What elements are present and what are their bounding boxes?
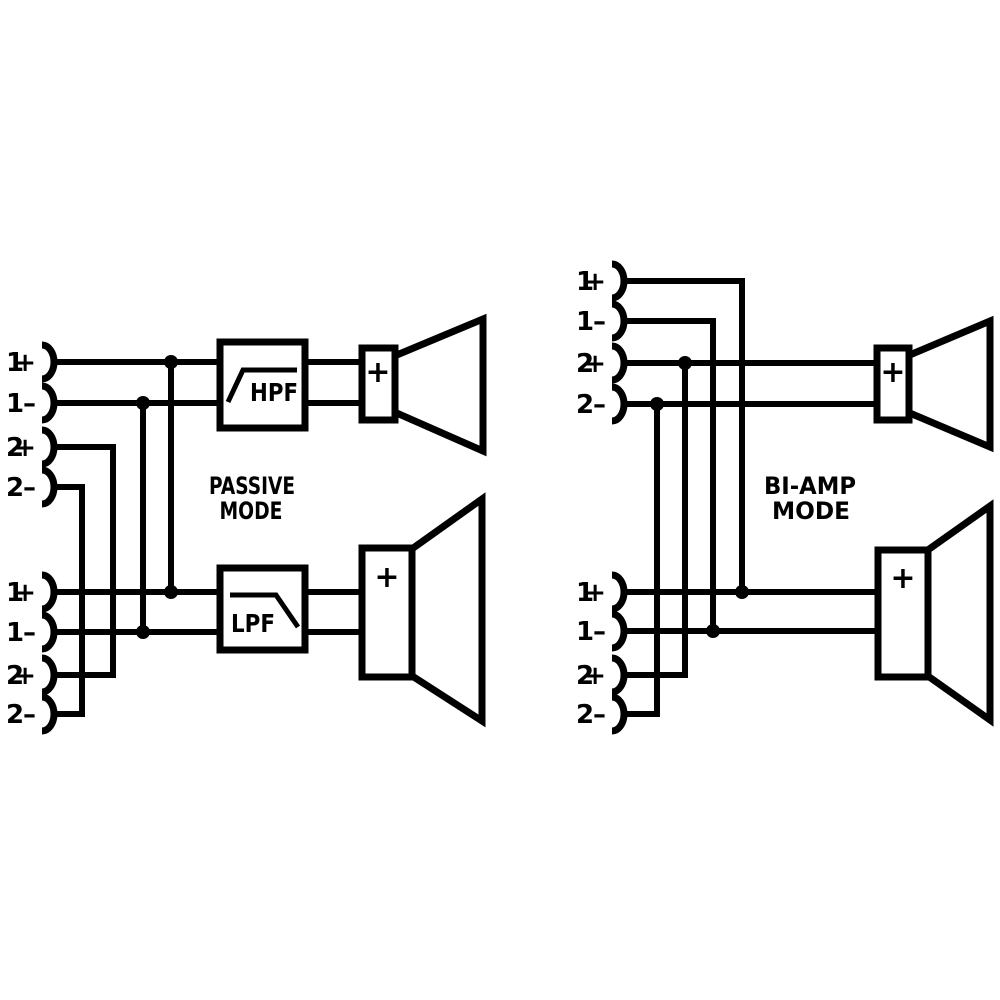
lf-polarity-plus-label: + [890, 561, 915, 596]
hpf-box [216, 338, 309, 432]
connector-pin-icon [611, 260, 628, 302]
connector-pin-icon [611, 342, 628, 384]
lf-woofer-cone-icon [921, 499, 994, 727]
pin-label: 1+ [6, 578, 36, 608]
connector-pin-icon [41, 382, 58, 424]
pin-label: 1– [576, 307, 606, 337]
junction-dot [164, 355, 178, 369]
pin-label: 1+ [6, 348, 36, 378]
hf-driver-terminal-box [873, 344, 913, 424]
connector-pin-icon [611, 610, 628, 652]
junction-dot [650, 397, 664, 411]
junction-dot [136, 625, 150, 639]
connector-pin-icon [611, 654, 628, 696]
connector-pin-icon [41, 466, 58, 508]
passive-mode-text: 1+ 1– 2+ 2– 1+ 1– 2+ 2– HPF LPF + + PASS… [6, 348, 400, 730]
pin-label: 1– [6, 618, 36, 648]
passive-mode-title-line2: MODE [220, 497, 283, 525]
lf-driver-terminal-box [358, 544, 416, 681]
passive-mode-title-line1: PASSIVE [209, 472, 295, 500]
pin-label: 2– [576, 390, 606, 420]
hpf-label: HPF [250, 378, 298, 407]
hpf-slope-icon [225, 367, 297, 404]
wire-left-2neg-link [52, 484, 85, 717]
connector-pin-icon [611, 300, 628, 342]
lf-polarity-plus-label: + [374, 560, 399, 595]
connector-pin-icon [611, 571, 628, 613]
biamp-mode-title-line1: BI-AMP [764, 472, 856, 500]
biamp-mode-section [611, 260, 994, 735]
biamp-mode-title-line2: MODE [772, 497, 850, 525]
lf-woofer-cone-icon [405, 492, 486, 728]
wire-right-top-1neg [622, 318, 716, 631]
pin-label: 2– [576, 700, 606, 730]
connector-pin-icon [611, 693, 628, 735]
pin-label: 2+ [6, 433, 36, 463]
junction-dot [678, 356, 692, 370]
connector-pin-icon [611, 383, 628, 425]
lpf-label: LPF [231, 609, 275, 638]
hf-polarity-plus-label: + [880, 355, 905, 390]
lpf-slope-icon [230, 592, 301, 629]
pin-label: 1+ [576, 267, 606, 297]
connector-pin-icon [41, 693, 58, 735]
pin-label: 1+ [576, 578, 606, 608]
junction-dot [164, 585, 178, 599]
wire-right-2neg-link [622, 404, 660, 717]
pin-label: 2+ [576, 661, 606, 691]
hf-driver-terminal-box [358, 344, 399, 424]
pin-label: 2+ [6, 661, 36, 691]
connector-pin-icon [41, 571, 58, 613]
hf-horn-icon [901, 315, 994, 453]
lpf-box [216, 564, 309, 654]
pin-label: 2– [6, 473, 36, 503]
junction-dot [735, 585, 749, 599]
junction-dot [706, 624, 720, 638]
hf-polarity-plus-label: + [365, 355, 390, 390]
biamp-mode-text: 1+ 1– 2+ 2– 1+ 1– 2+ 2– + + BI-AMP MODE [576, 267, 916, 730]
pin-label: 2– [6, 700, 36, 730]
connector-pin-icon [41, 426, 58, 468]
connector-pin-icon [41, 654, 58, 696]
pin-label: 2+ [576, 349, 606, 379]
lf-driver-terminal-box [874, 546, 932, 681]
wire-right-top-1pos [622, 278, 745, 592]
junction-dot [136, 396, 150, 410]
pin-label: 1– [6, 389, 36, 419]
passive-mode-section [41, 313, 487, 735]
hf-horn-icon [388, 313, 487, 457]
connector-pin-icon [41, 341, 58, 383]
pin-label: 1– [576, 617, 606, 647]
wire-right-2pos-link [622, 363, 688, 678]
connector-pin-icon [41, 611, 58, 653]
